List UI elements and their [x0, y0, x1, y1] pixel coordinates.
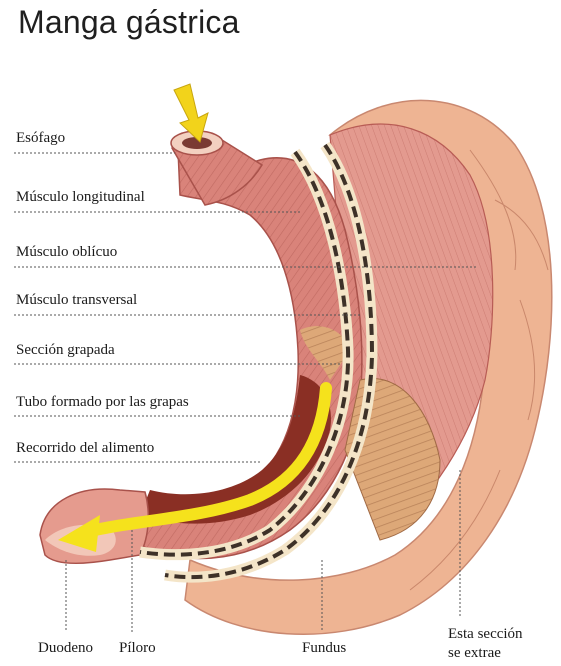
label-musculo-oblicuo: Músculo oblícuo [16, 244, 117, 260]
label-recorrido-alimento: Recorrido del alimento [16, 440, 154, 456]
label-seccion-grapada: Sección grapada [16, 342, 115, 358]
label-seccion-extrae: Esta sección se extrae [448, 625, 523, 663]
label-musculo-transversal: Músculo transversal [16, 292, 137, 308]
label-fundus: Fundus [302, 640, 346, 656]
label-esofago: Esófago [16, 130, 65, 146]
label-seccion-extrae-line1: Esta sección [448, 625, 523, 644]
label-musculo-longitudinal: Músculo longitudinal [16, 189, 145, 205]
label-piloro: Píloro [119, 640, 156, 656]
diagram-title: Manga gástrica [18, 4, 240, 41]
label-tubo-grapas: Tubo formado por las grapas [16, 394, 189, 410]
label-seccion-extrae-line2: se extrae [448, 644, 523, 663]
label-duodeno: Duodeno [38, 640, 93, 656]
entry-arrow [174, 84, 208, 142]
